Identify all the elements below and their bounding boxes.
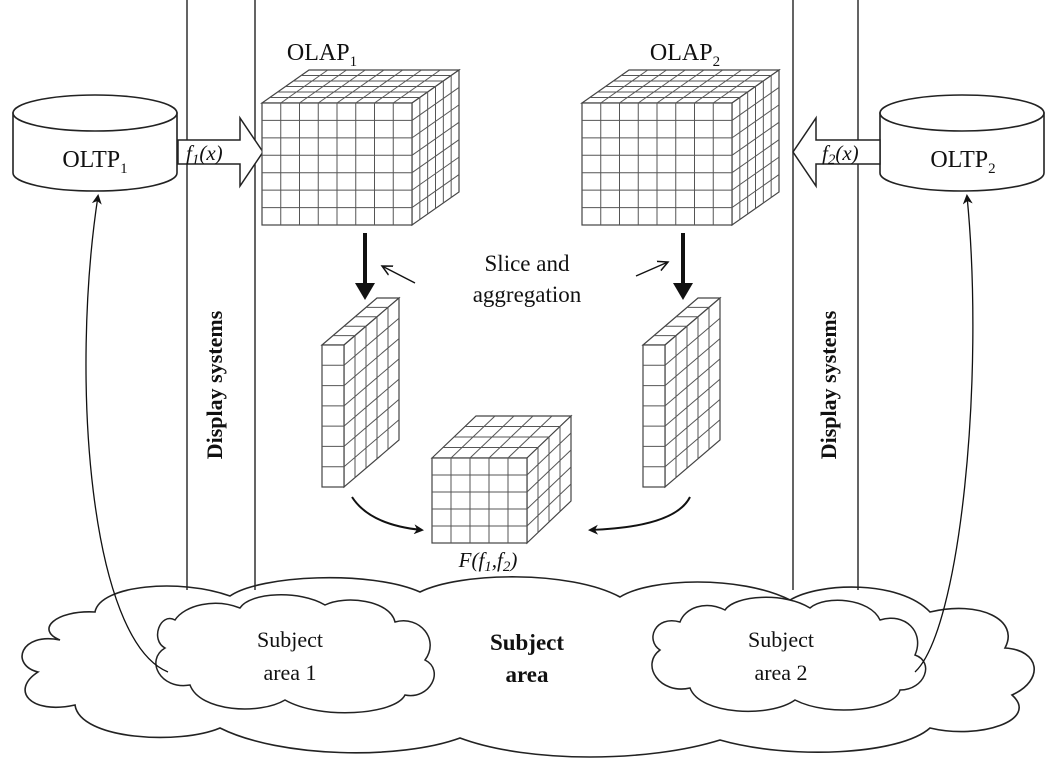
- slice-label-line1: Slice and: [485, 251, 570, 276]
- slice-pointer-right: [635, 262, 668, 277]
- cylinder-top: [879, 94, 1045, 132]
- merge-arrow-left: [351, 496, 424, 535]
- f2-label: f2(x): [822, 141, 859, 168]
- subject-area-2-label-line1: Subject: [748, 627, 814, 652]
- subject-area-label-line2: area: [505, 662, 549, 687]
- subject-area-1-label-line1: Subject: [257, 627, 323, 652]
- subject1-to-oltp1-arrow: [85, 194, 169, 673]
- subject-area-2-cloud: [651, 596, 927, 713]
- olap2-label: OLAP2: [650, 40, 720, 70]
- oltp2-label: OLTP2: [930, 147, 995, 177]
- cube-grid-lines: [582, 69, 780, 225]
- display-system-lines: [186, 0, 859, 590]
- display-systems-left-label: Display systems: [202, 310, 227, 459]
- oltp2-database: [879, 94, 1045, 192]
- f1-label: f1(x): [186, 141, 223, 168]
- cube-front-face: [431, 457, 528, 544]
- result-cube: [430, 414, 573, 545]
- result-label: F(f1,f2): [458, 548, 518, 575]
- cube-grid-lines: [262, 69, 460, 225]
- cube-front-face: [642, 344, 666, 488]
- subject-area-label-line1: Subject: [490, 630, 564, 655]
- merge-arrow-right: [588, 496, 691, 535]
- subject2-to-oltp2-arrow: [914, 194, 974, 673]
- subject-area-1-cloud: [155, 594, 435, 714]
- slice-label-line2: aggregation: [473, 282, 582, 307]
- slice-down-arrow-left: [355, 233, 375, 300]
- cylinder-body: [879, 112, 1045, 192]
- f1-block-arrow: [177, 115, 264, 189]
- subject-area-1-label-line2: area 1: [263, 660, 316, 685]
- olap2-slice: [641, 296, 722, 489]
- slice-down-arrow-right: [673, 233, 693, 300]
- subject-area-2-label-line2: area 2: [754, 660, 807, 685]
- f2-block-arrow: [792, 115, 881, 189]
- cube-front-face: [321, 344, 345, 488]
- olap2-cube: [580, 68, 781, 227]
- oltp1-label: OLTP1: [62, 147, 127, 177]
- oltp1-database: [12, 94, 178, 192]
- cube-grid-lines: [432, 415, 572, 543]
- slice-pointer-left: [382, 266, 416, 284]
- olap1-slice: [320, 296, 401, 489]
- cylinder-body: [12, 112, 178, 192]
- display-systems-right-label: Display systems: [816, 310, 841, 459]
- cube-grid-lines: [322, 306, 400, 478]
- cylinder-top: [12, 94, 178, 132]
- olap1-label: OLAP1: [287, 40, 357, 70]
- olap1-cube: [260, 68, 461, 227]
- cube-grid-lines: [643, 306, 721, 478]
